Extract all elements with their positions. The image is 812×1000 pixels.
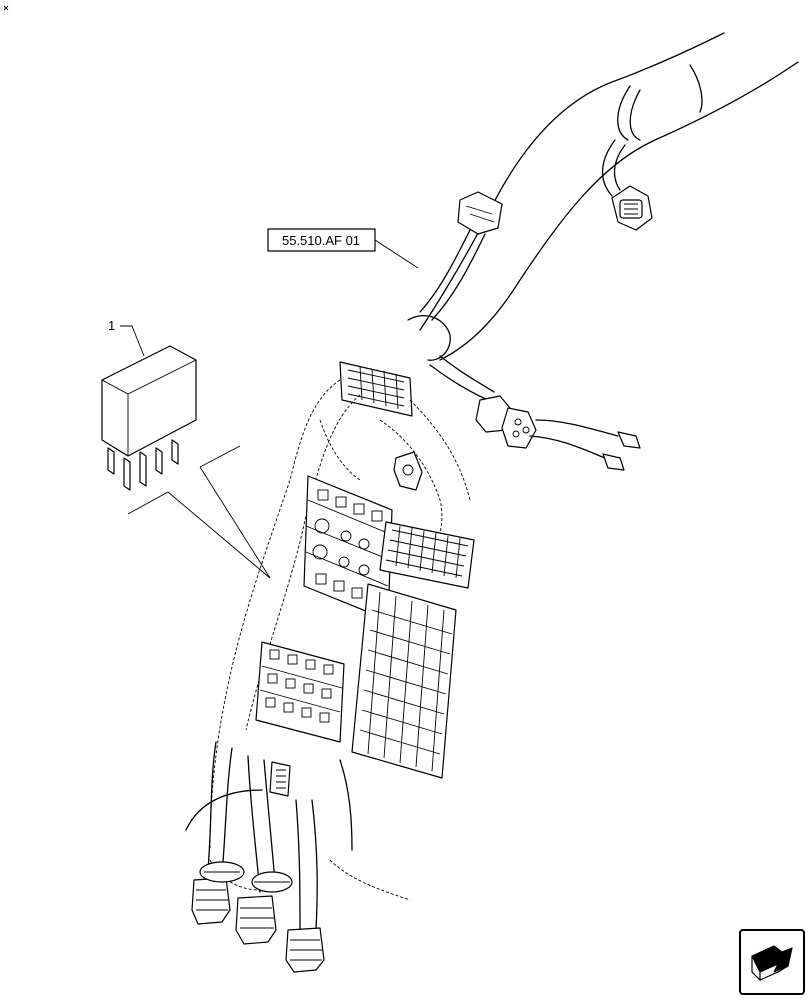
right-branch-connector [429, 355, 641, 471]
item-number-label: 1 [108, 318, 115, 333]
reference-callout[interactable]: 55.510.AF 01 [267, 228, 419, 269]
round-connector-top [601, 139, 653, 231]
harness-trunk [407, 32, 799, 361]
multi-pin-connector [339, 361, 413, 417]
reference-label: 55.510.AF 01 [282, 233, 360, 248]
round-connector-middle [235, 895, 277, 945]
fuse-box-upper-right [379, 521, 475, 589]
harness-clip-upper [419, 191, 503, 321]
connector-ring-cluster [199, 861, 293, 893]
round-connector-right [285, 927, 325, 973]
corner-mark [3, 5, 9, 11]
small-clip [393, 451, 423, 491]
fuse-box-right-tall [351, 583, 457, 779]
relay-item-1[interactable]: 1 [101, 318, 197, 491]
next-page-arrow-icon[interactable] [739, 929, 805, 995]
small-connector-lower [269, 761, 291, 797]
round-connector-left [191, 877, 231, 925]
fuse-box-lower-left [255, 641, 345, 743]
leader-lines [127, 445, 271, 579]
